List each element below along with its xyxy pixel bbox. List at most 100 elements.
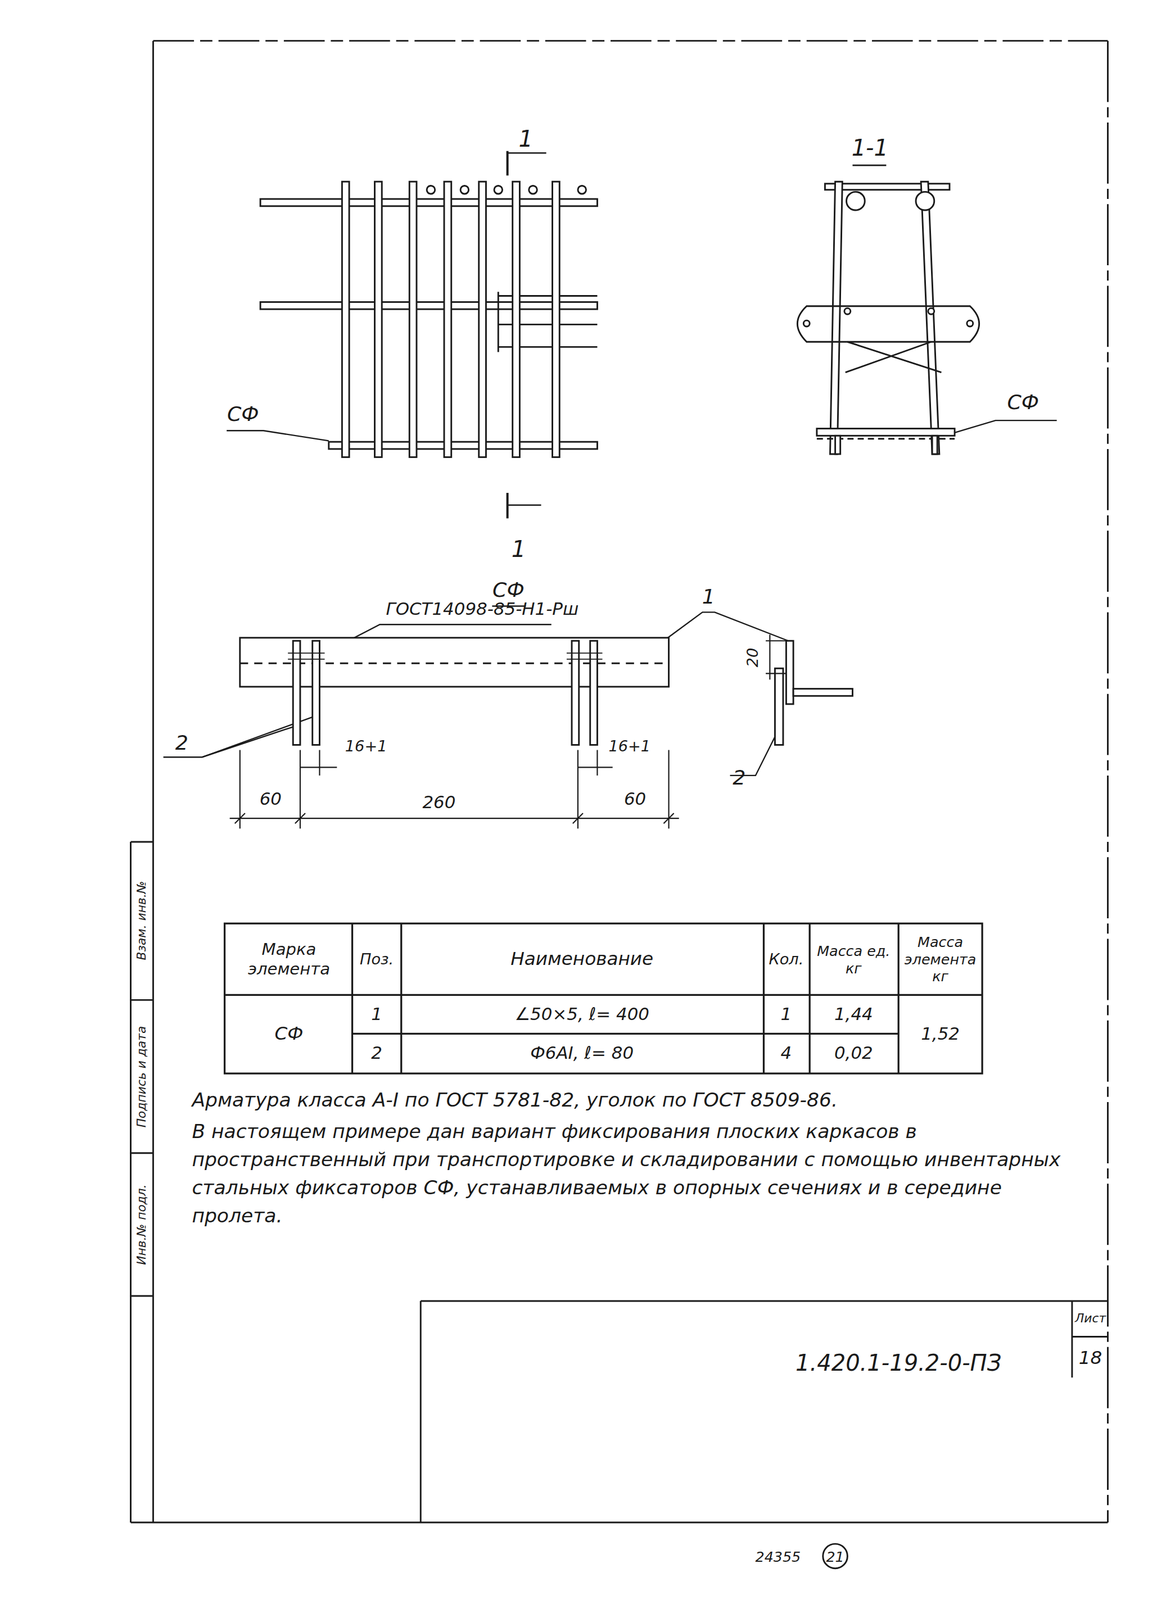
fixer-detail-rect: [312, 640, 320, 745]
dimension-lines-line: [765, 672, 786, 675]
fixer-detail-rect: [793, 689, 853, 697]
section-marks-line: [507, 504, 542, 506]
main-elevation-circle: [529, 185, 538, 194]
sheet-frame-line: [130, 999, 153, 1002]
dimension-lines-line: [572, 813, 583, 824]
sheet-frame-line: [130, 1295, 153, 1297]
fixer-detail-g-line: [287, 658, 325, 661]
sheet-frame: [130, 41, 1108, 1570]
main-elevation-rect: [260, 301, 598, 310]
fixer-detail-rect: [571, 640, 580, 745]
dimension-lines-line: [663, 813, 674, 824]
table-header: Марка элемента: [228, 939, 350, 980]
callout-label: СФ: [1006, 390, 1039, 415]
section-1-1-rect: [816, 428, 955, 437]
main-elevation-rect: [512, 181, 521, 458]
main-elevation-rect: [341, 181, 350, 458]
table-cell: 1: [780, 1004, 793, 1026]
section-1-1-rect: [835, 435, 841, 455]
sheet-label: Лист: [1074, 1311, 1106, 1327]
main-elevation-rect: [478, 181, 487, 458]
main-elevation-rect: [260, 199, 598, 207]
section-1-1-rect: [932, 435, 938, 455]
sheet-frame-line: [1072, 1336, 1109, 1339]
sheet-frame-line: [420, 1300, 1108, 1303]
stamp-label: Инв.№ подл.: [134, 1185, 149, 1266]
fixer-detail-rect: [240, 638, 670, 688]
spec-table-line: [351, 923, 354, 1074]
table-header: Поз.: [359, 950, 394, 970]
table-cell: 4: [780, 1043, 793, 1065]
dimension-lines-line: [234, 813, 246, 824]
dimension: 16+1: [608, 737, 651, 756]
callout-number: 1: [702, 585, 716, 610]
sheet-frame-line: [152, 39, 1108, 42]
page-number: 21: [825, 1548, 844, 1566]
table-header: Наименование: [510, 948, 654, 971]
spec-table-line: [352, 1033, 899, 1036]
stamp-label: Подпись и дата: [134, 1026, 149, 1129]
main-elevation-rect: [444, 181, 452, 458]
dimension: 60: [624, 788, 646, 810]
dimension-lines-line: [577, 750, 579, 830]
note-text: В настоящем примере дан вариант фиксиров…: [191, 1117, 1070, 1231]
section-1-1-line: [847, 341, 942, 373]
spec-table-line: [809, 923, 811, 1074]
sheet-frame-line: [152, 41, 155, 1523]
sheet-frame-circle: [823, 1544, 848, 1570]
fixer-detail-rect: [785, 640, 794, 705]
sheet-frame-line: [130, 841, 153, 843]
main-elevation-line: [497, 291, 500, 352]
fixer-detail-g: [287, 653, 603, 660]
dimension: 60: [259, 788, 282, 810]
table-header: Масса элемента кг: [899, 933, 982, 985]
sheet-frame-line: [130, 1152, 153, 1155]
table-cell: 1,44: [834, 1004, 874, 1026]
section-1-1-circle: [966, 320, 974, 327]
section-mark: 1: [518, 125, 533, 153]
sheet-frame-line: [419, 1301, 422, 1523]
dimension-lines-line: [596, 750, 598, 776]
fixer-detail-rect: [292, 640, 301, 745]
main-elevation-circle: [460, 185, 469, 194]
spec-table-line: [224, 994, 983, 997]
table-header: Кол.: [768, 950, 804, 970]
main-elevation-circle: [494, 185, 503, 194]
callout-number: 2: [732, 765, 746, 791]
table-cell: 0,02: [834, 1043, 874, 1065]
sheet-number: 18: [1078, 1348, 1103, 1371]
spec-table: [224, 923, 983, 1074]
section-1-1-circle: [844, 308, 851, 315]
table-cell: 1,52: [920, 1023, 960, 1045]
sheet-frame-line: [129, 842, 132, 1523]
dimension-lines-line: [229, 817, 680, 820]
sheet-frame-line: [130, 1522, 1108, 1525]
dimension: 20: [743, 647, 762, 668]
dimension-lines-line: [318, 750, 320, 776]
table-header: Масса ед. кг: [812, 942, 895, 978]
dimension-lines-line: [295, 813, 306, 824]
leader-lines-polyline: [226, 430, 329, 441]
fixer-detail: [240, 638, 853, 746]
archive-number: 24355: [755, 1548, 802, 1566]
section-1-1-circle: [803, 320, 810, 327]
section-title: 1-1: [851, 134, 889, 162]
stamp-label: Взам. инв.№: [134, 881, 149, 961]
spec-table-line: [400, 923, 402, 1074]
table-cell: 2: [371, 1043, 383, 1065]
spec-table-line: [762, 923, 765, 1074]
spec-table-rect: [224, 923, 983, 1074]
note-text: Арматура класса А-I по ГОСТ 5781-82, уго…: [191, 1086, 1070, 1115]
section-marks-line: [506, 151, 509, 176]
table-cell: СФ: [274, 1023, 304, 1046]
section-marks-line: [852, 164, 887, 167]
main-elevation-rect: [409, 181, 417, 458]
section-mark: 1: [511, 535, 526, 563]
detail-title: СФ: [492, 577, 525, 603]
fixer-detail-g-line: [566, 658, 603, 661]
callout-number: 2: [175, 730, 189, 756]
spec-table-line: [897, 923, 900, 1074]
table-cell: ∠50×5, ℓ= 400: [514, 1004, 650, 1026]
dimension: 260: [422, 792, 456, 813]
leader-lines: [163, 420, 1057, 776]
